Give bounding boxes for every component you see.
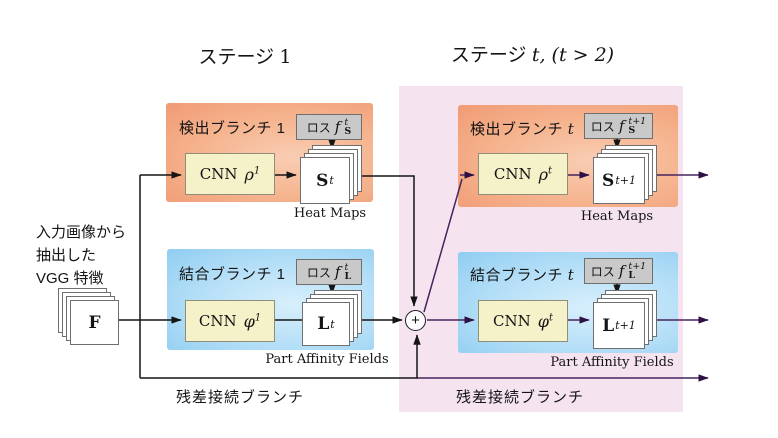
stage-t-residual-label: 残差接続ブランチ <box>455 389 584 406</box>
wire-sum-diagonal <box>423 178 463 313</box>
vgg-feature-label: F <box>88 312 101 333</box>
stage-t-title-text: ステージ <box>450 45 527 66</box>
input-caption-line2: 抽出した <box>36 247 97 264</box>
stage-t-title-math: t, (t > 2) <box>531 44 615 66</box>
stage1-title-text: ステージ <box>198 47 275 68</box>
input-caption-line3: VGG 特徴 <box>36 270 104 287</box>
stage-t-joint-title: 結合ブランチ t <box>470 266 575 284</box>
stage1-residual-label: 残差接続ブランチ <box>175 389 304 406</box>
stage1-paf-caption: Part Affinity Fields <box>265 352 389 367</box>
input-caption: 入力画像から 抽出した VGG 特徴 <box>36 221 126 290</box>
stage1-heatmaps-caption: Heat Maps <box>293 206 367 221</box>
wire-heatmap1-to-sum <box>352 175 418 307</box>
input-caption-line1: 入力画像から <box>36 224 127 241</box>
stage-t-detection-title: 検出ブランチ t <box>470 120 575 138</box>
sum-node: + <box>405 310 426 331</box>
vgg-feature-stack: F <box>58 288 119 345</box>
stage-t-heatmaps-caption: Heat Maps <box>580 209 654 224</box>
stage1-detection-title: 検出ブランチ 1 <box>179 120 286 137</box>
stage-t-title: ステージ t, (t > 2) <box>415 40 650 67</box>
stage1-joint-title: 結合ブランチ 1 <box>179 266 286 283</box>
stage1-title: ステージ 1 <box>150 42 340 69</box>
plus-icon: + <box>411 312 420 329</box>
stage1-title-number: 1 <box>279 46 292 68</box>
stage-t-paf-caption: Part Affinity Fields <box>550 355 674 370</box>
